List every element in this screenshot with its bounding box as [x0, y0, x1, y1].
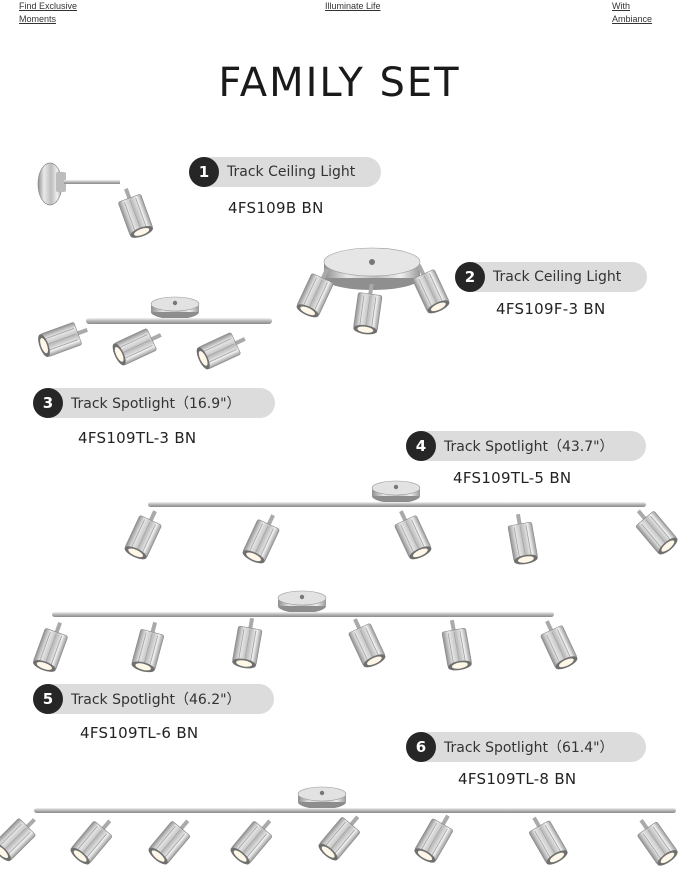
product-4-number: 4	[406, 431, 436, 461]
product-3-pill: 3 Track Spotlight（16.9"）	[33, 388, 275, 418]
product-6-number: 6	[406, 732, 436, 762]
product-6-image	[0, 786, 679, 869]
product-3-image	[35, 296, 272, 372]
top-link-life[interactable]: Illuminate Life	[325, 1, 381, 11]
product-6-label: Track Spotlight（61.4"）	[444, 740, 614, 756]
product-6-pill: 6 Track Spotlight（61.4"）	[406, 732, 646, 762]
top-link-ambiance[interactable]: With Ambiance	[612, 1, 653, 24]
product-4-model: 4FS109TL-5 BN	[453, 469, 572, 487]
product-6-model: 4FS109TL-8 BN	[458, 770, 577, 788]
product-4-pill: 4 Track Spotlight（43.7"）	[406, 431, 646, 461]
product-2-model: 4FS109F-3 BN	[496, 300, 606, 318]
product-1-image	[37, 162, 155, 241]
product-2-image	[294, 247, 452, 337]
product-1-number: 1	[189, 157, 219, 187]
top-link-moments[interactable]: Find Exclusive Moments	[19, 1, 78, 24]
product-5-pill: 5 Track Spotlight（46.2"）	[33, 684, 274, 714]
product-1-pill: 1 Track Ceiling Light	[189, 157, 381, 187]
product-3-label: Track Spotlight（16.9"）	[71, 396, 241, 412]
product-5-image	[31, 590, 580, 675]
product-3-number: 3	[33, 388, 63, 418]
page-title: FAMILY SET	[218, 60, 461, 106]
product-1-model: 4FS109B BN	[228, 199, 324, 217]
product-2-label: Track Ceiling Light	[493, 269, 622, 285]
product-5-label: Track Spotlight（46.2"）	[71, 692, 241, 708]
product-2-number: 2	[455, 262, 485, 292]
product-3-model: 4FS109TL-3 BN	[78, 429, 197, 447]
product-4-image	[122, 480, 679, 567]
product-1-label: Track Ceiling Light	[227, 164, 356, 180]
product-2-pill: 2 Track Ceiling Light	[455, 262, 647, 292]
product-4-label: Track Spotlight（43.7"）	[444, 439, 614, 455]
product-5-model: 4FS109TL-6 BN	[80, 724, 199, 742]
product-5-number: 5	[33, 684, 63, 714]
